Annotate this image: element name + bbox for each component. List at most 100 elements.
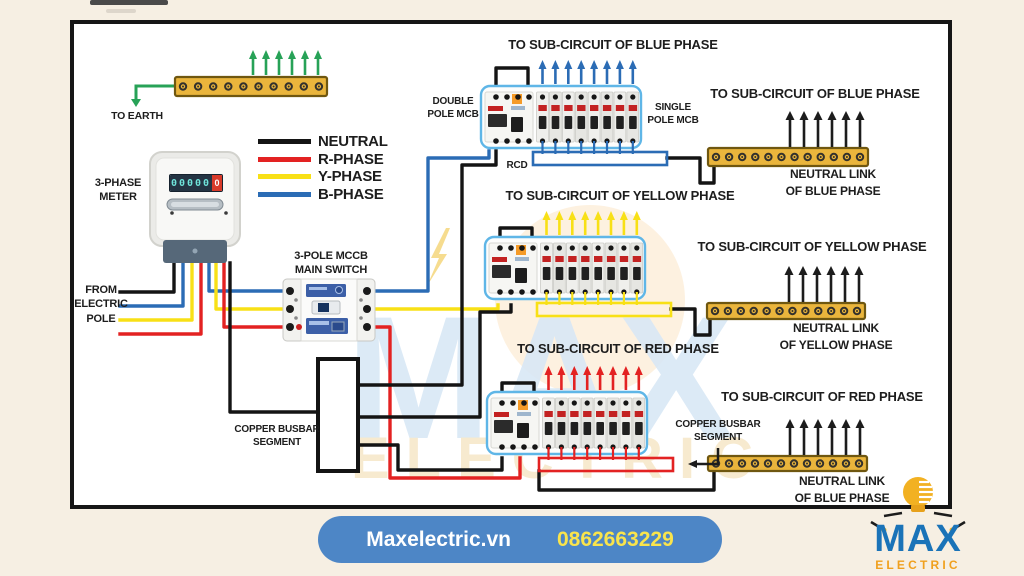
legend-swatch-y-phase — [258, 174, 311, 180]
wire — [356, 303, 513, 419]
wire — [669, 307, 712, 337]
meter-digits: 00000 — [170, 175, 212, 191]
phase-comb-loop — [537, 456, 675, 473]
legend-row-b-phase: B-PHASE — [258, 186, 388, 204]
legend-swatch-neutral — [258, 139, 311, 145]
wire — [118, 261, 176, 294]
single-pole-mcb — [562, 91, 575, 144]
footer-pill: Maxelectric.vn 0862663229 — [318, 516, 722, 563]
breaker-row-blue — [479, 60, 669, 167]
single-pole-mcb — [606, 397, 620, 450]
meter-last-digit: 0 — [212, 175, 222, 191]
single-pole-mcb — [619, 397, 633, 450]
earth-arrow-down — [131, 99, 141, 107]
wire — [356, 443, 504, 472]
single-pole-mcb — [553, 242, 566, 295]
single-pole-mcb — [626, 91, 640, 144]
single-pole-mcb — [540, 242, 553, 295]
meter-label: 3-PHASE METER — [94, 177, 142, 204]
wire — [537, 469, 716, 492]
row-blue-busbar-title: TO SUB-CIRCUIT OF BLUE PHASE — [710, 86, 920, 101]
brand-subtitle: ELECTRIC — [875, 558, 961, 572]
legend-row-y-phase: Y-PHASE — [258, 168, 388, 186]
row-yellow-busbar-title: TO SUB-CIRCUIT OF YELLOW PHASE — [697, 239, 927, 254]
single-pole-mcb — [549, 91, 562, 144]
neutral-link-busbar-yellow — [705, 266, 867, 321]
phase-comb-loop — [535, 301, 673, 318]
copper-busbar-pointer-arrow — [688, 448, 720, 468]
from-electric-pole-label: FROM ELECTRIC POLE — [74, 284, 128, 325]
single-pole-mcb-label: SINGLE POLE MCB — [647, 102, 699, 126]
legend-row-r-phase: R-PHASE — [258, 151, 388, 169]
single-pole-mcb — [568, 397, 581, 450]
wire — [228, 261, 322, 414]
wire — [222, 261, 290, 329]
copper-busbar-label-left: COPPER BUSBAR SEGMENT — [234, 424, 320, 448]
row-blue-title: TO SUB-CIRCUIT OF BLUE PHASE — [508, 37, 718, 52]
lightning-bolt-icon — [427, 228, 450, 286]
double-pole-mcb-label: DOUBLE POLE MCB — [427, 96, 479, 120]
single-pole-mcb — [580, 397, 594, 450]
copper-busbar-label-right: COPPER BUSBAR SEGMENT — [675, 419, 761, 443]
wire — [118, 261, 185, 308]
brand-logo: MAX ELECTRIC — [856, 520, 980, 573]
wire — [364, 149, 491, 293]
breaker-row-yellow — [483, 211, 673, 318]
mccb-main-switch — [282, 278, 376, 342]
neutral-link-busbar-blue — [706, 111, 870, 168]
wire — [118, 261, 203, 336]
three-phase-meter — [149, 151, 241, 263]
row-red-title: TO SUB-CIRCUIT OF RED PHASE — [517, 341, 719, 356]
legend-swatch-r-phase — [258, 156, 311, 162]
legend: NEUTRAL R-PHASE Y-PHASE B-PHASE — [258, 133, 388, 203]
neutral-link-label-red-row: NEUTRAL LINK OF BLUE PHASE — [794, 474, 890, 505]
light-bulb-icon — [903, 477, 933, 512]
neutral-link-label-yellow: NEUTRAL LINK OF YELLOW PHASE — [779, 321, 893, 352]
single-pole-mcb — [591, 242, 605, 295]
phase-comb-loop — [531, 150, 669, 167]
wire — [207, 261, 290, 293]
wire — [356, 149, 498, 387]
to-earth-label: TO EARTH — [111, 110, 163, 122]
breaker-row-red — [485, 366, 675, 473]
legend-swatch-b-phase — [258, 191, 311, 197]
single-pole-mcb — [617, 242, 631, 295]
cropped-top-mark — [106, 9, 136, 13]
brand-sparkle-marks — [870, 511, 966, 533]
single-pole-mcb — [574, 91, 588, 144]
wire — [494, 66, 530, 99]
earth-wire — [134, 84, 176, 99]
rcd-double-pole-mcb — [488, 242, 538, 295]
single-pole-mcb — [587, 91, 601, 144]
legend-row-neutral: NEUTRAL — [258, 133, 388, 151]
wire — [364, 325, 522, 480]
mccb-label: 3-POLE MCCB MAIN SWITCH — [294, 250, 368, 277]
single-pole-mcb — [613, 91, 627, 144]
single-pole-mcb — [593, 397, 607, 450]
wire — [665, 156, 716, 185]
row-red-busbar-title: TO SUB-CIRCUIT OF RED PHASE — [721, 389, 923, 404]
single-pole-mcb — [604, 242, 618, 295]
rcd-label: RCD — [506, 160, 528, 171]
single-pole-mcb — [566, 242, 579, 295]
cropped-top-bar — [90, 0, 168, 5]
single-pole-mcb — [542, 397, 555, 450]
footer-phone: 0862663229 — [556, 527, 674, 551]
brand-name: MAX — [874, 518, 962, 560]
row-yellow-title: TO SUB-CIRCUIT OF YELLOW PHASE — [505, 188, 735, 203]
components-layer — [173, 50, 870, 473]
wire — [214, 261, 290, 311]
meter-display: 00000 0 — [169, 174, 223, 192]
single-pole-mcb — [578, 242, 592, 295]
single-pole-mcb — [600, 91, 614, 144]
copper-busbar-segment — [316, 357, 360, 473]
rcd-double-pole-mcb — [484, 91, 534, 144]
legend-label: B-PHASE — [318, 185, 384, 203]
rcd-double-pole-mcb — [490, 397, 540, 450]
neutral-link-label-blue: NEUTRAL LINK OF BLUE PHASE — [785, 167, 881, 198]
legend-label: R-PHASE — [318, 150, 384, 168]
single-pole-mcb — [632, 397, 646, 450]
earth-busbar — [173, 50, 329, 98]
